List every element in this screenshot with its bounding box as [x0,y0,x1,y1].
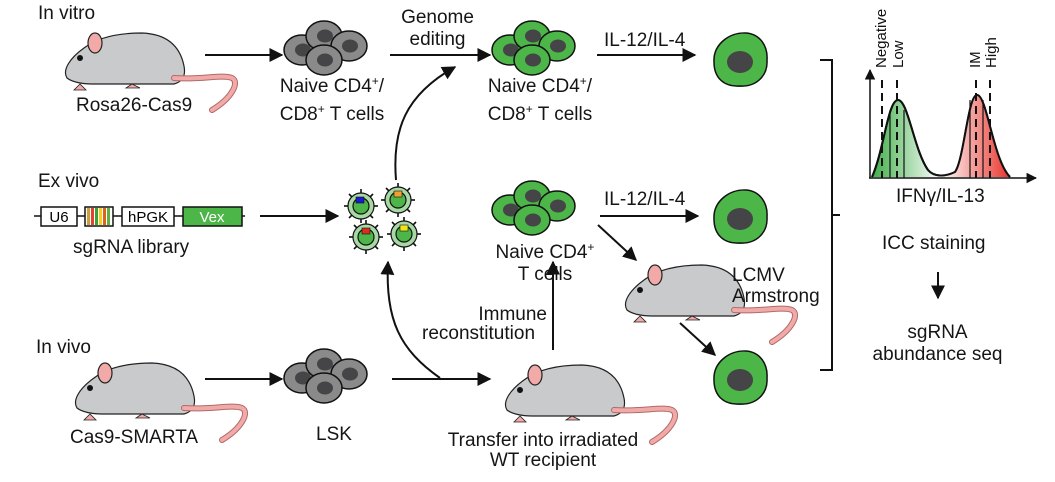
gate-low: Low [890,40,907,68]
immune-label-line2: reconstitution [422,323,536,344]
gate-high: High [983,37,1000,68]
virus-cargo [361,227,371,235]
sgrna-library-label: sgRNA library [73,237,190,258]
section-in-vitro: In vitro [38,3,96,24]
immune-label-line1: Immune [478,304,547,325]
effector-cell-icon [713,32,768,87]
transduction-arrow-lsk [380,260,441,379]
edited-cells-label: Naive CD4+/ CD8+ T cells [487,74,593,125]
naive-t-cells-grey-icon [283,20,368,76]
construct-u6: U6 [49,209,68,226]
effector-cell-icon [713,350,768,405]
bracket [820,59,840,371]
transduction-arrow [394,66,457,181]
transfer-arrow [597,224,638,261]
effector-cell-icon [713,189,768,244]
cd4-cells-label: Naive CD4+T cells [495,240,595,285]
construct-hpgk: hPGK [128,209,168,226]
icc-staining-label: ICC staining [882,233,986,254]
virus-cargo [355,196,365,204]
lsk-cells-icon [283,348,368,404]
arrow [679,322,717,356]
mouse-label-rosa26: Rosa26-Cas9 [76,95,193,116]
ifng-histogram [864,68,1038,184]
cytokine-label-top: IL-12/IL-4 [604,30,686,51]
histogram-axis-label: IFNγ/IL-13 [896,186,985,207]
lsk-label: LSK [316,424,352,445]
naive-cells-label: Naive CD4+/ CD8+ T cells [279,74,385,125]
naive-t-cells-edited-icon [491,20,576,76]
sgrna-construct [34,206,245,227]
gate-im: IM [967,51,984,68]
cytokine-label-middle: IL-12/IL-4 [604,189,686,210]
section-ex-vivo: Ex vivo [38,171,100,192]
section-in-vivo: In vivo [36,337,91,358]
naive-cd4-t-cells-icon [491,180,576,236]
lentivirus-library-icon [343,182,422,255]
construct-vex: Vex [199,209,225,226]
gate-negative: Negative [873,8,890,68]
mouse-label-cas9-smarta: Cas9-SMARTA [70,427,199,448]
virus-cargo [399,224,409,232]
virus-cargo [393,190,403,198]
